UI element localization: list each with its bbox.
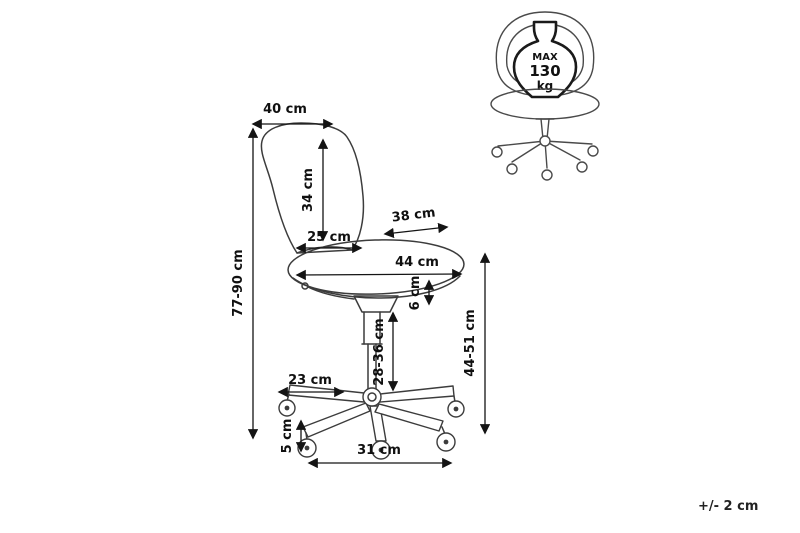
dim-seat-thickness-label: 6 cm (408, 276, 423, 311)
dim-seat-thickness: 6 cm (408, 276, 435, 311)
dim-total-height-label: 77-90 cm (231, 249, 246, 316)
max-weight-label: MAX (532, 52, 558, 63)
dim-gas-lift-height: 28-36 cm (372, 311, 399, 392)
dim-base-width-label: 31 cm (357, 443, 401, 458)
dim-seat-width-label: 44 cm (395, 255, 439, 270)
dim-leg-length: 23 cm (277, 373, 345, 398)
dim-seat-depth-label: 38 cm (391, 205, 436, 225)
chair-seat (287, 239, 465, 295)
dim-back-height-label: 34 cm (301, 168, 316, 212)
tolerance-note: +/- 2 cm (698, 499, 758, 514)
dim-seat-height: 44-51 cm (463, 252, 491, 435)
dim-total-height: 77-90 cm (231, 127, 259, 440)
mini-caster-wheel (506, 163, 518, 175)
dim-backrest-bottom-width-label: 25 cm (307, 230, 351, 245)
chair-seat-front-edge (292, 275, 461, 299)
mini-chair-backrest-outer (495, 11, 595, 97)
mini-caster-wheel (576, 161, 588, 173)
dim-gas-lift-height-label: 28-36 cm (372, 318, 387, 385)
max-weight-value: 130 (529, 62, 560, 80)
dim-back-width: 40 cm (251, 102, 334, 130)
dim-seat-depth: 38 cm (383, 205, 449, 239)
chair-gas-lift (361, 311, 383, 393)
chair-base (287, 384, 455, 442)
mini-caster-wheel (491, 146, 503, 158)
dim-backrest-bottom-width: 25 cm (295, 230, 363, 254)
chair-base-hub (362, 387, 382, 407)
mini-chair-seat (490, 88, 600, 120)
mini-caster-wheel (587, 145, 599, 157)
dim-seat-width: 44 cm (295, 255, 463, 281)
mini-chair-base (491, 135, 599, 181)
dim-base-width: 31 cm (307, 443, 453, 469)
dim-back-width-label: 40 cm (263, 102, 307, 117)
main-chair-drawing (260, 122, 465, 460)
dim-seat-height-label: 44-51 cm (463, 309, 478, 376)
mini-caster-wheel (541, 169, 553, 181)
chair-lever (307, 286, 355, 300)
dim-back-height: 34 cm (301, 138, 329, 242)
weight-limit-figure: MAX 130 kg (490, 11, 600, 181)
weight-vase (512, 20, 578, 99)
dim-caster-height: 5 cm (280, 419, 307, 454)
chair-lever-knob (301, 282, 309, 290)
dim-leg-length-label: 23 cm (288, 373, 332, 388)
dim-caster-height-label: 5 cm (280, 419, 295, 454)
